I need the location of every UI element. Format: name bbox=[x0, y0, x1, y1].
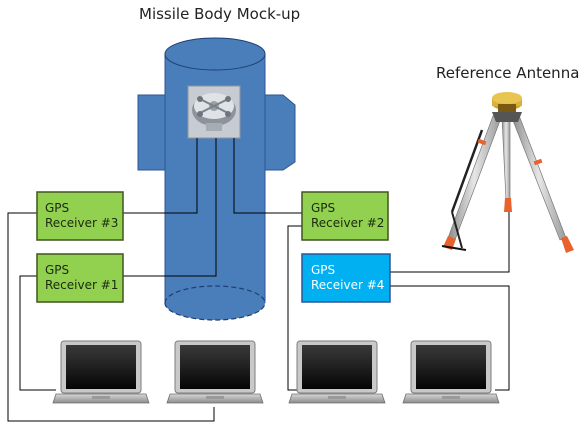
receiver-3-label: GPS Receiver #3 bbox=[45, 201, 118, 231]
receiver-1-line1: GPS bbox=[45, 263, 70, 277]
receiver-3-line1: GPS bbox=[45, 201, 70, 215]
wire-rx2-laptop3 bbox=[287, 225, 302, 391]
cylinder-top bbox=[164, 37, 266, 71]
laptop-4-icon bbox=[402, 340, 500, 404]
left-fin bbox=[137, 94, 166, 171]
right-fin bbox=[264, 94, 296, 171]
wire-array-rx2 bbox=[233, 138, 302, 214]
receiver-3-box bbox=[36, 191, 124, 241]
cylinder-bottom-back bbox=[164, 285, 266, 304]
wire-rx4-laptop4 bbox=[390, 285, 510, 391]
receiver-4-line2: Receiver #4 bbox=[311, 278, 385, 292]
receiver-1-box bbox=[36, 253, 124, 303]
wire-rx1-laptop1 bbox=[19, 275, 56, 391]
laptop-2-icon bbox=[166, 340, 264, 404]
cylinder-bottom-front bbox=[164, 302, 266, 321]
missile-body-title: Missile Body Mock-up bbox=[139, 5, 301, 23]
receiver-4-box bbox=[301, 253, 391, 303]
receiver-1-label: GPS Receiver #1 bbox=[45, 263, 118, 293]
missile-body bbox=[137, 37, 296, 321]
receiver-2-line2: Receiver #2 bbox=[311, 216, 385, 230]
receiver-4-line1: GPS bbox=[311, 263, 336, 277]
laptop-3-icon bbox=[288, 340, 386, 404]
wire-array-rx1 bbox=[123, 138, 217, 277]
receiver-1-line2: Receiver #1 bbox=[45, 278, 119, 292]
laptop-1-icon bbox=[52, 340, 150, 404]
receiver-2-line1: GPS bbox=[311, 201, 336, 215]
wire-array-rx3 bbox=[123, 138, 198, 214]
tripod-icon bbox=[441, 92, 574, 253]
receiver-2-box bbox=[301, 191, 389, 241]
receiver-3-line2: Receiver #3 bbox=[45, 216, 119, 230]
wire-rx3-laptop2 bbox=[7, 212, 215, 422]
receiver-2-label: GPS Receiver #2 bbox=[311, 201, 384, 231]
wire-antenna-rx4 bbox=[390, 138, 510, 273]
antenna-array-icon bbox=[187, 85, 241, 139]
reference-antenna-title: Reference Antenna bbox=[436, 64, 580, 82]
receiver-4-label: GPS Receiver #4 bbox=[311, 263, 384, 293]
